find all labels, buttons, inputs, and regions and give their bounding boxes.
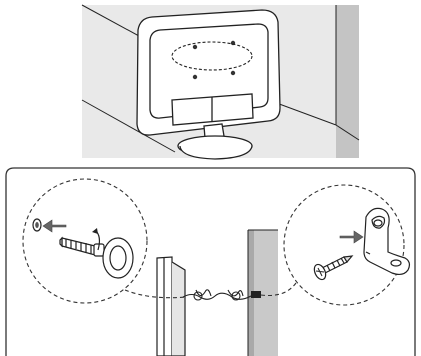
left-callout-leader <box>124 289 187 299</box>
bottom-panel-hardware-detail <box>5 167 416 356</box>
mounting-hole-highlight <box>171 41 253 71</box>
room-side-wall <box>336 5 359 158</box>
attach-arrow <box>339 230 364 244</box>
tv-mounting-holes <box>192 40 236 80</box>
detail-panel-frame <box>5 167 416 356</box>
right-callout <box>283 184 411 306</box>
left-callout <box>22 178 148 304</box>
eye-bolt <box>59 236 134 279</box>
tv-stand <box>177 123 253 160</box>
wood-screw <box>313 255 354 281</box>
wall-screw-head <box>251 291 261 298</box>
securing-cord <box>182 289 252 301</box>
right-callout-leader <box>260 282 297 297</box>
top-panel-tv-back-view <box>81 4 360 160</box>
wall-bracket <box>363 207 411 276</box>
tv-back <box>136 9 281 136</box>
tv-side-edge <box>156 256 186 356</box>
insert-arrow <box>42 219 67 233</box>
